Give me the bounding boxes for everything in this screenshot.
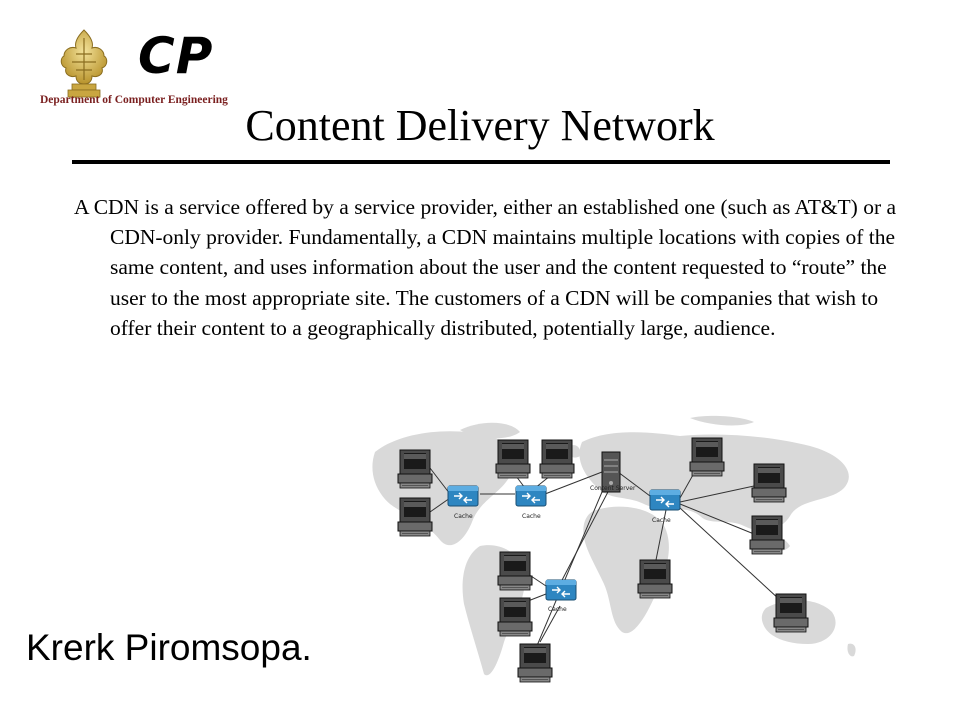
client-computer xyxy=(749,515,785,555)
slide-title: Content Delivery Network xyxy=(245,101,715,150)
client-computer xyxy=(497,597,533,637)
client-computer xyxy=(497,551,533,591)
content-server-label: Content Server xyxy=(590,485,636,492)
client-computer xyxy=(689,437,725,477)
cache-label: Cache xyxy=(522,513,541,520)
cache-node: Cache xyxy=(649,489,681,524)
client-computer xyxy=(397,497,433,537)
cache-label: Cache xyxy=(548,606,567,613)
client-computer xyxy=(637,559,673,599)
logo-department: Department of Computer Engineering xyxy=(40,94,228,106)
cache-label: Cache xyxy=(652,517,671,524)
title-underline xyxy=(72,160,890,164)
client-computer xyxy=(773,593,809,633)
client-computer xyxy=(517,643,553,683)
content-server: Content Server xyxy=(590,451,636,493)
cp-logo: CP Department of Computer Engineering xyxy=(38,24,238,116)
cache-node: Cache xyxy=(545,579,577,613)
cache-label: Cache xyxy=(454,513,473,520)
client-computer xyxy=(495,439,531,479)
logo-abbrev: CP xyxy=(138,27,214,85)
cache-node: Cache xyxy=(447,485,479,520)
author-name: Krerk Piromsopa. xyxy=(26,627,312,668)
client-computer xyxy=(397,449,433,489)
client-computer xyxy=(751,463,787,503)
university-emblem-icon xyxy=(60,29,108,98)
slide-body: A CDN is a service offered by a service … xyxy=(74,195,897,340)
client-computer xyxy=(539,439,575,479)
cache-node: Cache xyxy=(515,485,547,520)
cdn-network-diagram: Content Server Cache Cache Cache Cache xyxy=(372,415,856,683)
